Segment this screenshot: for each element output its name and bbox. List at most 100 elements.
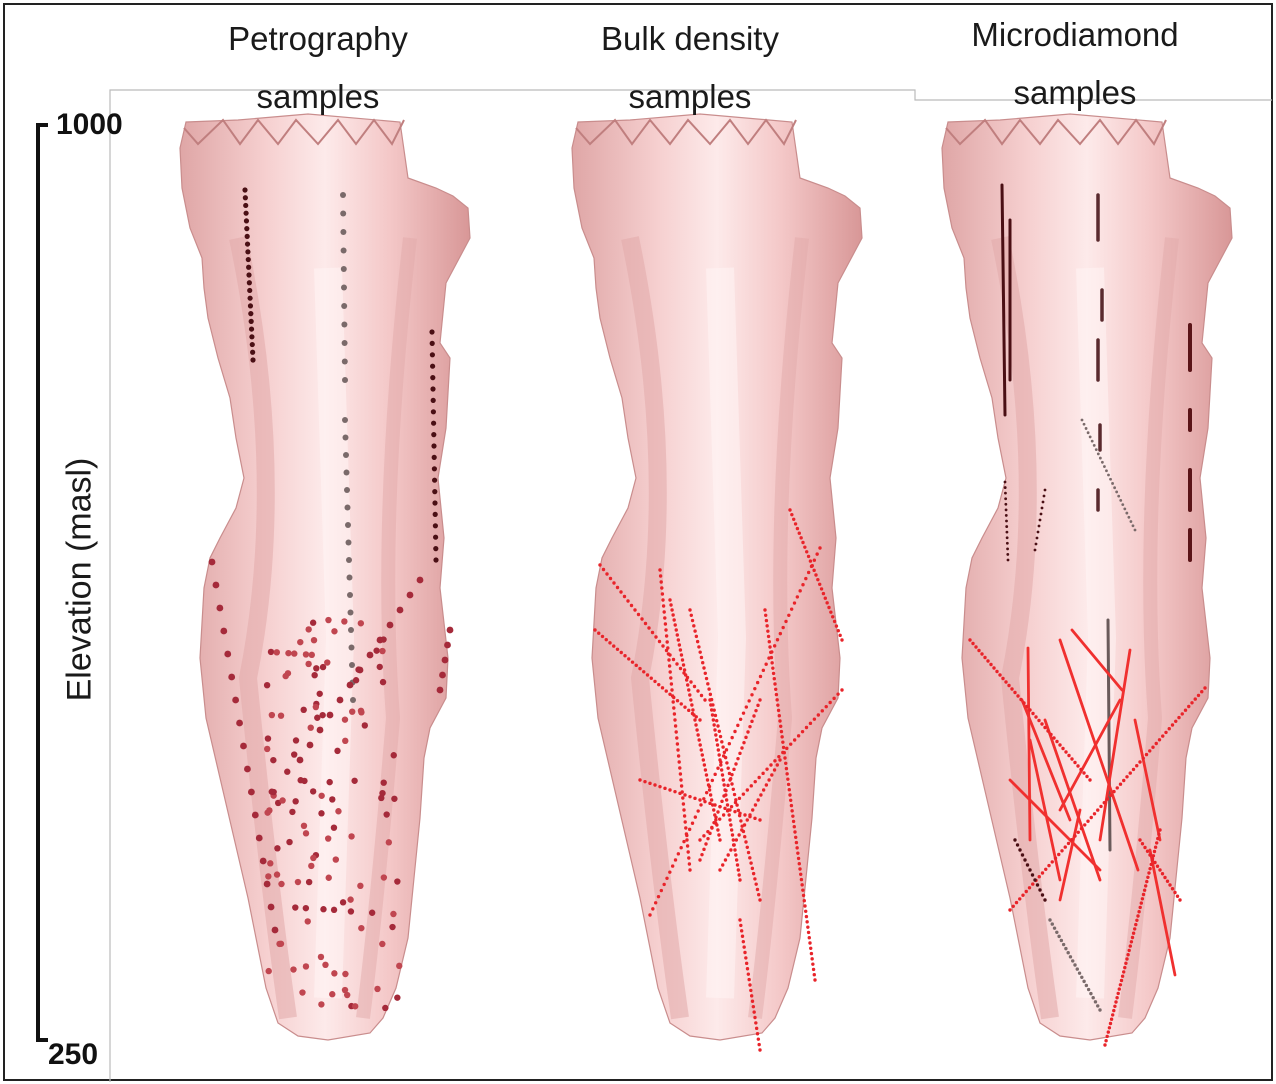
sample-point bbox=[700, 656, 703, 659]
sample-point bbox=[1079, 768, 1082, 771]
sample-point bbox=[380, 636, 386, 642]
sample-point bbox=[1145, 753, 1148, 756]
sample-point bbox=[712, 723, 715, 726]
sample-point bbox=[303, 905, 309, 911]
sample-point bbox=[770, 656, 773, 659]
sample-point bbox=[1052, 736, 1055, 739]
sample-point bbox=[804, 910, 807, 913]
sample-point bbox=[971, 642, 974, 645]
sample-point bbox=[695, 728, 698, 731]
sample-point bbox=[700, 748, 703, 751]
sample-point bbox=[726, 784, 729, 787]
sample-point bbox=[683, 668, 686, 671]
sample-point bbox=[377, 664, 383, 670]
sample-point bbox=[798, 589, 801, 592]
sample-point bbox=[243, 211, 248, 216]
sample-point bbox=[743, 823, 746, 826]
sample-point bbox=[691, 708, 694, 711]
sample-point bbox=[718, 758, 721, 761]
sample-point bbox=[798, 532, 801, 535]
sample-point bbox=[417, 577, 424, 584]
sample-point bbox=[757, 1037, 760, 1040]
sample-point bbox=[373, 647, 379, 653]
sample-point bbox=[702, 758, 705, 761]
sample-point bbox=[688, 608, 691, 611]
sample-point bbox=[266, 968, 272, 974]
sample-point bbox=[737, 833, 740, 836]
sample-point bbox=[705, 773, 708, 776]
sample-point bbox=[722, 794, 725, 797]
sample-point bbox=[806, 925, 809, 928]
sample-point bbox=[658, 785, 661, 788]
sample-point bbox=[709, 793, 712, 796]
sample-point bbox=[780, 730, 783, 733]
sample-point bbox=[1158, 738, 1161, 741]
sample-point bbox=[680, 784, 683, 787]
sample-point bbox=[798, 867, 801, 870]
sample-point bbox=[1134, 923, 1137, 926]
sample-point bbox=[250, 357, 255, 362]
sample-point bbox=[675, 736, 678, 739]
sample-point bbox=[825, 601, 828, 604]
sample-point bbox=[1004, 481, 1007, 484]
sample-point bbox=[748, 983, 751, 986]
sample-point bbox=[761, 772, 764, 775]
sample-point bbox=[346, 540, 352, 546]
sample-point bbox=[678, 643, 681, 646]
sample-point bbox=[1067, 842, 1070, 845]
sample-point bbox=[1171, 887, 1174, 890]
sample-point bbox=[683, 705, 686, 708]
sample-point bbox=[677, 638, 680, 641]
sample-point bbox=[704, 672, 707, 675]
sample-point bbox=[432, 466, 437, 471]
sample-point bbox=[787, 614, 790, 617]
sample-point bbox=[705, 677, 708, 680]
sample-point bbox=[690, 614, 693, 617]
sample-point bbox=[803, 545, 806, 548]
sample-point bbox=[742, 792, 745, 795]
sample-point bbox=[1135, 764, 1138, 767]
sample-point bbox=[1044, 489, 1047, 492]
sample-point bbox=[265, 735, 271, 741]
sample-point bbox=[343, 435, 349, 441]
sample-point bbox=[430, 386, 435, 391]
sample-point bbox=[669, 676, 672, 679]
sample-point bbox=[804, 577, 807, 580]
sample-point bbox=[724, 858, 727, 861]
sample-point bbox=[307, 742, 314, 749]
sample-point bbox=[651, 907, 654, 910]
sample-point bbox=[246, 257, 251, 262]
sample-point bbox=[295, 879, 301, 885]
sample-point bbox=[736, 863, 739, 866]
sample-point bbox=[1055, 931, 1058, 934]
sample-point bbox=[1008, 908, 1011, 911]
sample-point bbox=[809, 559, 812, 562]
sample-point bbox=[1036, 537, 1039, 540]
sample-point bbox=[688, 693, 691, 696]
sample-point bbox=[796, 595, 799, 598]
sample-point bbox=[1041, 871, 1044, 874]
sample-point bbox=[245, 234, 250, 239]
sample-point bbox=[673, 718, 676, 721]
panel-title-line2: samples bbox=[540, 68, 840, 126]
sample-point bbox=[797, 734, 800, 737]
sample-point bbox=[324, 659, 330, 665]
sample-point bbox=[301, 823, 307, 829]
sample-point bbox=[700, 694, 703, 697]
sample-point bbox=[1113, 1005, 1116, 1008]
sample-point bbox=[1168, 727, 1171, 730]
sample-point bbox=[1042, 501, 1045, 504]
sample-point bbox=[1037, 531, 1040, 534]
sample-point bbox=[753, 877, 756, 880]
sample-point bbox=[1142, 893, 1145, 896]
sample-point bbox=[835, 624, 838, 627]
sample-point bbox=[389, 924, 395, 930]
sample-point bbox=[325, 835, 331, 841]
sample-point bbox=[331, 824, 337, 830]
sample-point bbox=[310, 788, 316, 794]
sample-point bbox=[1095, 448, 1098, 451]
sample-point bbox=[342, 359, 348, 365]
sample-point bbox=[630, 604, 633, 607]
sample-point bbox=[746, 730, 749, 733]
sample-point bbox=[974, 645, 977, 648]
